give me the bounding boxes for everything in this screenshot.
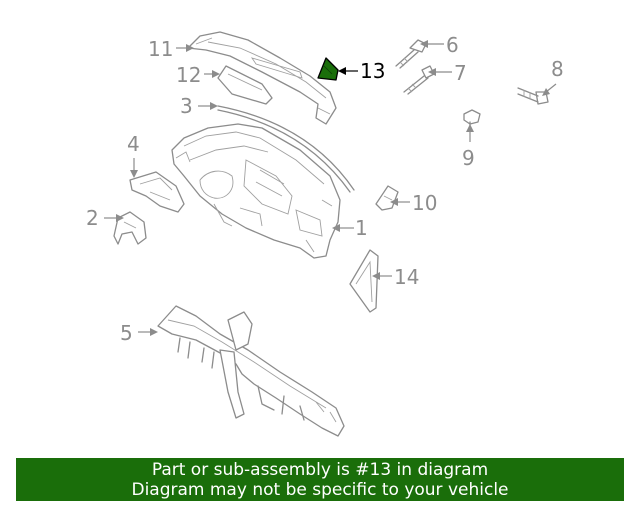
callout-13: 13 — [338, 59, 385, 83]
svg-text:7: 7 — [454, 61, 467, 85]
callout-12: 12 — [176, 63, 220, 87]
svg-text:2: 2 — [86, 206, 99, 230]
part-4-bracket — [129, 171, 185, 213]
part-8-bolt — [517, 87, 549, 105]
svg-text:14: 14 — [394, 265, 419, 289]
svg-text:13: 13 — [360, 59, 385, 83]
callout-8: 8 — [542, 57, 564, 96]
svg-text:10: 10 — [412, 191, 437, 215]
svg-text:3: 3 — [180, 94, 193, 118]
callout-11: 11 — [148, 37, 194, 61]
callout-1: 1 — [332, 216, 368, 240]
callout-2: 2 — [86, 206, 124, 230]
part-3-strip — [217, 105, 355, 193]
banner-line-2: Diagram may not be specific to your vehi… — [131, 480, 509, 500]
svg-text:11: 11 — [148, 37, 173, 61]
part-5-cross-beam — [157, 305, 345, 437]
part-11-upper-panel — [187, 31, 337, 125]
part-1-instrument-panel — [171, 123, 341, 259]
part-9-screw — [463, 109, 481, 129]
part-7-bolt — [403, 65, 435, 95]
part-14-side-cover — [349, 249, 379, 313]
svg-text:6: 6 — [446, 33, 459, 57]
callout-10: 10 — [390, 191, 437, 215]
callout-7: 7 — [428, 61, 467, 85]
svg-text:1: 1 — [355, 216, 368, 240]
callout-4: 4 — [127, 132, 140, 178]
svg-text:8: 8 — [551, 57, 564, 81]
svg-text:12: 12 — [176, 63, 201, 87]
callout-9: 9 — [462, 124, 475, 170]
callout-6: 6 — [420, 33, 459, 57]
banner-line-1: Part or sub-assembly is #13 in diagram — [151, 460, 489, 480]
part-10-clip — [375, 185, 399, 211]
svg-text:4: 4 — [127, 132, 140, 156]
part-12-trim-panel — [217, 65, 273, 105]
svg-text:9: 9 — [462, 146, 475, 170]
svg-text:5: 5 — [120, 321, 133, 345]
part-2-small-bracket — [113, 211, 147, 245]
part-13-highlighted — [317, 57, 339, 81]
callout-3: 3 — [180, 94, 218, 118]
diagram-notice-banner: Part or sub-assembly is #13 in diagram D… — [16, 458, 624, 501]
parts-diagram: 1 2 3 4 5 6 7 8 9 10 — [86, 31, 564, 437]
callout-5: 5 — [120, 321, 158, 345]
callout-14: 14 — [372, 265, 419, 289]
